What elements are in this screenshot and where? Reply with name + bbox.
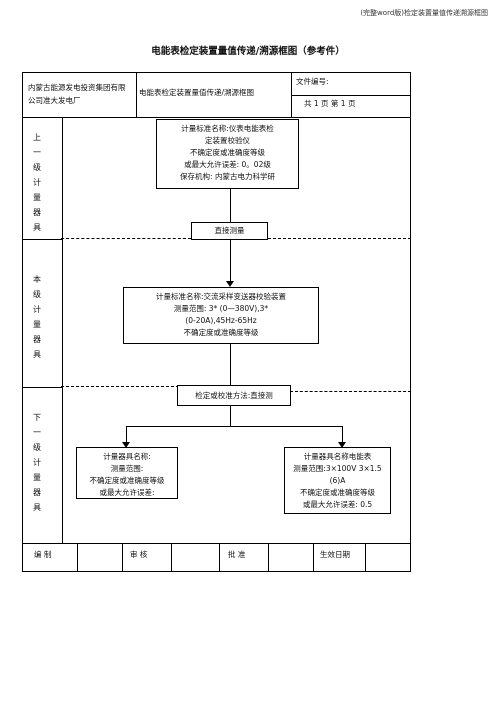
header-bottom-line — [23, 117, 410, 118]
footer-top-line — [23, 543, 410, 544]
lower-dashed-separator-left — [61, 386, 179, 387]
arrow-to-left-box — [126, 426, 127, 444]
upper-standard-box: 计量标准名称:仪表电能表检定装置校验仪不确定度或准确度等级或最大允许误差: 0。… — [156, 119, 299, 189]
footer-divider-2 — [122, 543, 123, 571]
company-name: 内蒙古能源发电投资集团有限公司准大发电厂 — [28, 83, 126, 105]
upper-dashed-separator-left — [61, 238, 191, 239]
arrowhead-right-box — [338, 442, 346, 448]
level-column-line — [62, 117, 63, 543]
page-header-note: (完整word版)检定装置量值传递溯源框图 — [360, 9, 488, 17]
file-number-label: 文件编号: — [296, 77, 329, 86]
upper-section-divider — [23, 239, 62, 240]
diagram-name: 电能表检定装置量值传递/溯源框图 — [139, 88, 255, 97]
footer-compile-label: 编 制 — [34, 550, 52, 559]
connector-split-horizontal — [126, 426, 342, 427]
arrow-to-right-box — [342, 426, 343, 444]
lower-left-instrument-box: 计量器具名称:测量范围:不确定度或准确度等级或最大允许误差: — [76, 447, 178, 499]
footer-divider-3 — [171, 543, 172, 571]
header-divider-1 — [136, 73, 137, 117]
lower-dashed-separator-right — [290, 391, 411, 392]
level-lower-label: 下一级计量器具 — [33, 413, 41, 512]
upper-dashed-separator-right — [268, 238, 411, 239]
diagram-frame — [22, 72, 411, 572]
footer-divider-5 — [268, 543, 269, 571]
footer-approve-label: 批 准 — [228, 550, 246, 559]
current-section-divider — [23, 387, 62, 388]
document-title: 电能表检定装置量值传递/溯源框图（参考件） — [151, 46, 345, 57]
footer-divider-1 — [77, 543, 78, 571]
footer-effective-date-label: 生效日期 — [320, 550, 350, 559]
arrowhead-direct-to-current — [226, 281, 234, 287]
footer-divider-4 — [219, 543, 220, 571]
arrow-direct-to-current — [230, 240, 231, 282]
header-divider-3 — [291, 95, 411, 96]
direct-measure-box: 直接测量 — [191, 222, 268, 240]
connector-method-down — [230, 406, 231, 426]
footer-divider-6 — [313, 543, 314, 571]
current-standard-box: 计量标准名称:交流采样变送器校验装置测量范围: 3* (0—380V),3*(0… — [123, 287, 319, 344]
connector-upper-to-direct — [230, 189, 231, 222]
arrowhead-left-box — [122, 442, 130, 448]
level-upper-label: 上一级计量器具 — [33, 133, 41, 232]
connector-current-to-method — [230, 344, 231, 385]
footer-review-label: 审 核 — [130, 550, 148, 559]
calibration-method-box: 检定或校准方法:直接测 — [177, 385, 291, 406]
level-current-label: 本级计量器具 — [33, 275, 41, 359]
footer-divider-7 — [365, 543, 366, 571]
page-count: 共 1 页 第 1 页 — [304, 99, 356, 108]
